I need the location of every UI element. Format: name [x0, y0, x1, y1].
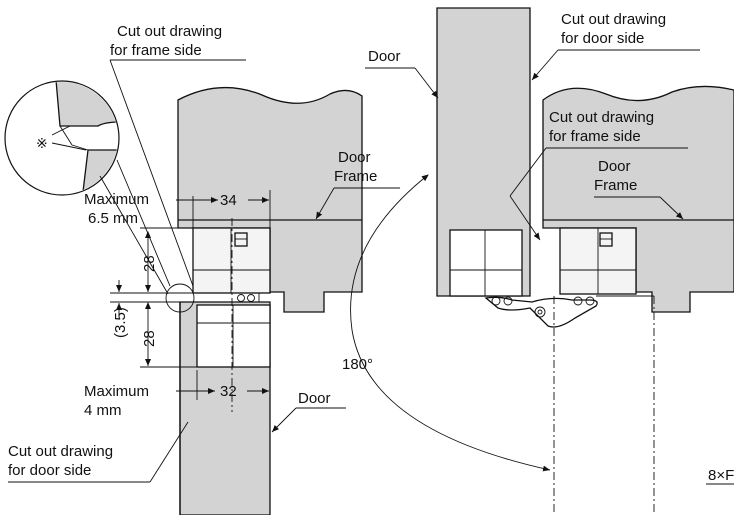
left-maximum-top-label-1: Maximum — [84, 191, 149, 208]
left-door-frame-label-2: Frame — [334, 168, 377, 185]
detail-magnifier: ※ — [4, 80, 120, 196]
left-maximum-bottom-label-2: 4 mm — [84, 402, 122, 419]
dim-32-label: 32 — [220, 383, 237, 400]
dim-28-bottom-label: 28 — [141, 330, 158, 347]
right-door-frame-body — [542, 85, 734, 313]
left-view: 34 32 28 28 (3.5) ※ — [4, 23, 400, 515]
detail-symbol: ※ — [36, 135, 48, 151]
left-maximum-bottom-label-1: Maximum — [84, 383, 149, 400]
right-door-frame-label-1: Door — [598, 158, 631, 175]
right-partial-label: 8×F — [708, 467, 734, 484]
dim-34-label: 34 — [220, 192, 237, 209]
right-door-hinge-unit — [449, 229, 523, 297]
right-cutout-door-label-1: Cut out drawing — [561, 11, 666, 28]
right-frame-hinge-unit — [559, 227, 637, 295]
left-frame-hinge-unit — [192, 227, 271, 302]
right-cutout-door-label-2: for door side — [561, 30, 644, 47]
right-cutout-frame-label-1: Cut out drawing — [549, 109, 654, 126]
left-cutout-door-label-2: for door side — [8, 462, 91, 479]
left-cutout-frame-label-1: Cut out drawing — [117, 23, 222, 40]
hinge-linkage — [484, 296, 598, 328]
right-door-frame-label-2: Frame — [594, 177, 637, 194]
right-door-label: Door — [368, 48, 401, 65]
left-door-label: Door — [298, 390, 331, 407]
left-cutout-frame-label-2: for frame side — [110, 42, 202, 59]
dim-3-5-label: (3.5) — [112, 307, 129, 338]
left-door-hinge-unit — [196, 304, 271, 368]
angle-180-label: 180° — [342, 356, 373, 373]
left-maximum-top-label-2: 6.5 mm — [88, 210, 138, 227]
right-cutout-frame-label-2: for frame side — [549, 128, 641, 145]
left-door-frame-label-1: Door — [338, 149, 371, 166]
dim-28-top-label: 28 — [141, 255, 158, 272]
left-cutout-door-label-1: Cut out drawing — [8, 443, 113, 460]
right-view: 180° Door Cut out drawing for door side … — [342, 7, 734, 515]
